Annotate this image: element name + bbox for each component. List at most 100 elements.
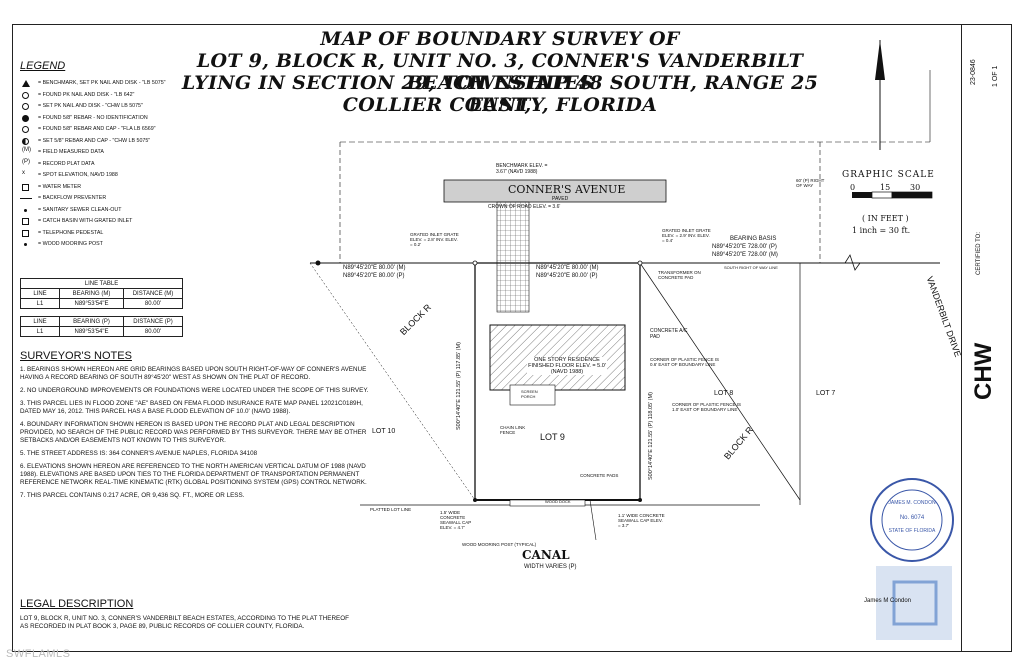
legend-title: LEGEND xyxy=(20,60,66,72)
scale-bar-open xyxy=(871,191,893,199)
surveyor-name-caption: James M Condon xyxy=(864,598,912,604)
graphic-scale-title: GRAPHIC SCALE xyxy=(842,170,935,180)
canal-label: CANAL xyxy=(522,548,570,562)
scale-bar-solid xyxy=(892,192,932,198)
title-block: 23-0846 1 OF 1 CERTIFIED TO: CHW xyxy=(962,24,1012,652)
dock-walk xyxy=(589,499,597,541)
corner-marker xyxy=(638,498,642,502)
legend-list: = BENCHMARK, SET PK NAIL AND DISK - "LB … xyxy=(20,78,230,251)
west-bearing-measured: N89°45'20"E 80.00' (M) xyxy=(343,265,406,271)
surveyor-seal-icon xyxy=(870,478,954,562)
legend-item: = CATCH BASIN WITH GRATED INLET xyxy=(20,216,230,228)
legend-symbol-icon xyxy=(22,126,29,133)
north-boundary-plat: N89°45'20"E 80.00' (P) xyxy=(536,273,598,279)
legend-label: = FOUND PK NAIL AND DISK - "LB 642" xyxy=(38,91,135,98)
legend-symbol-icon: (P) xyxy=(22,158,30,165)
fence-corner-1-label: CORNER OF PLASTIC FENCE IS 0.6' EAST OF … xyxy=(650,357,720,367)
ac-pad-label: CONCRETE A/C PAD xyxy=(650,328,688,340)
title-line-4: COLLIER COUNTY, FLORIDA xyxy=(342,94,658,116)
scale-unit: ( IN FEET ) xyxy=(862,214,909,223)
legend-label: = FIELD MEASURED DATA xyxy=(38,149,104,155)
surveyor-note: 1. BEARINGS SHOWN HEREON ARE GRID BEARIN… xyxy=(20,366,367,381)
legal-description: LOT 9, BLOCK R, UNIT NO. 3, CONNER'S VAN… xyxy=(20,615,349,630)
row-width-label: 60' (P) RIGHT OF WAY xyxy=(796,178,825,188)
legend-item: = WATER METER xyxy=(20,182,230,194)
lot-line xyxy=(639,262,801,501)
legend-symbol-icon xyxy=(20,198,32,199)
seawall-west-label: 1.5' WIDE CONCRETE SEAWALL CAP ELEV. = 4… xyxy=(440,510,472,530)
concrete-pads-label: CONCRETE PADS xyxy=(580,473,619,478)
surveyor-seal-inner-icon xyxy=(881,489,943,551)
corner-marker xyxy=(473,498,477,502)
legend-item: = TELEPHONE PEDESTAL xyxy=(20,228,230,240)
fence-corner-2-label: CORNER OF PLASTIC FENCE IS 1.0' EAST OF … xyxy=(672,402,742,412)
legend-label: = BACKFLOW PREVENTER xyxy=(38,195,107,201)
platted-lot-line-label: PLATTED LOT LINE xyxy=(370,507,412,512)
legend-symbol-icon xyxy=(24,208,27,212)
table-cell: 80.00' xyxy=(123,298,183,309)
west-bearing-plat: N89°45'20"E 80.00' (P) xyxy=(343,273,405,279)
bearing-basis-measured: N89°45'20"E 728.00' (M) xyxy=(712,252,778,258)
legend-item: (P) = RECORD PLAT DATA xyxy=(20,159,230,171)
corner-marker xyxy=(637,260,643,266)
scale-tick: 0 xyxy=(850,183,856,192)
seawall-east-label: 1.1' WIDE CONCRETE SEAWALL CAP ELEV. = 3… xyxy=(618,513,665,528)
break-line xyxy=(844,254,861,271)
legend-label: = WOOD MOORING POST xyxy=(38,241,103,247)
legend-label: = CATCH BASIN WITH GRATED INLET xyxy=(38,218,133,224)
legend-item: x= SPOT ELEVATION, NAVD 1988 xyxy=(20,170,230,182)
surveyor-note: 6. ELEVATIONS SHOWN HEREON ARE REFERENCE… xyxy=(20,463,367,486)
north-arrow-head-icon xyxy=(875,40,885,80)
surveyor-note: 4. BOUNDARY INFORMATION SHOWN HEREON IS … xyxy=(20,421,367,444)
east-boundary-label: S00°14'40"E 121.55' (P) 118.05' (M) xyxy=(648,392,654,480)
legend-symbol-icon: x xyxy=(22,170,25,176)
legend-symbol-icon: (M) xyxy=(22,147,31,153)
west-boundary-label: S00°14'40"E 121.55' (P) 117.85' (M) xyxy=(456,342,462,430)
title-line-3: LYING IN SECTION 29, TOWNSHIP 48 SOUTH, … xyxy=(181,72,819,116)
transformer-label: TRANSFORMER ON CONCRETE PAD xyxy=(658,270,701,280)
legend-label: = SET PK NAIL AND DISK - "CHW LB 5075" xyxy=(38,103,143,109)
line-table-plat: LINE BEARING (P) DISTANCE (P) L1 N89°53'… xyxy=(20,316,183,337)
legend-label: = SANITARY SEWER CLEAN-OUT xyxy=(38,206,122,213)
survey-sheet xyxy=(12,24,962,652)
corner-marker xyxy=(472,260,478,266)
legend-label: = RECORD PLAT DATA xyxy=(38,160,95,167)
legend-symbol-icon xyxy=(22,91,29,99)
legend-symbol-icon xyxy=(22,137,29,145)
legend-item: = FOUND 5/8" REBAR - NO IDENTIFICATION xyxy=(20,113,230,125)
surveyor-note: 5. THE STREET ADDRESS IS: 364 CONNER'S A… xyxy=(20,450,258,457)
legal-description-title: LEGAL DESCRIPTION xyxy=(20,598,134,610)
legend-item: = BENCHMARK, SET PK NAIL AND DISK - "LB … xyxy=(20,78,230,90)
legend-symbol-icon xyxy=(24,243,27,246)
legend-symbol-icon xyxy=(22,114,29,122)
legend-label: = WATER METER xyxy=(38,183,82,190)
residence-label: ONE STORY RESIDENCE FINISHED FLOOR ELEV.… xyxy=(527,357,607,375)
legend-item: = SET 5/8" REBAR AND CAP - "CHW LB 5075" xyxy=(20,136,230,148)
street-label: CONNER'S AVENUE xyxy=(508,183,626,196)
bearing-basis-title: BEARING BASIS xyxy=(730,236,777,242)
title-line-1: MAP OF BOUNDARY SURVEY OF xyxy=(320,28,680,50)
crown-of-road-label: CROWN OF ROAD ELEV. = 3.6' xyxy=(488,204,561,210)
chain-link-label: CHAIN LINK FENCE xyxy=(500,425,526,435)
surveyor-notes: 1. BEARINGS SHOWN HEREON ARE GRID BEARIN… xyxy=(20,366,370,505)
benchmark-label: BENCHMARK ELEV. = 3.67' (NAVD 1988) xyxy=(496,163,548,175)
seal-license: No. 6074 xyxy=(899,515,925,521)
legend-symbol-icon xyxy=(22,80,30,87)
screen-porch xyxy=(509,384,556,406)
watermark-text: SWFLAMLS xyxy=(6,648,71,660)
line-table-measured: LINE TABLE LINE BEARING (M) DISTANCE (M)… xyxy=(20,278,183,309)
watermark-logo-icon xyxy=(876,566,952,640)
scale-tick: 15 xyxy=(880,183,891,192)
seal-state: STATE OF FLORIDA xyxy=(888,528,936,534)
lot-10-label: LOT 10 xyxy=(372,428,396,435)
grated-inlet-west-label: GRATED INLET GRATE ELEV. = 2.8' INV. ELE… xyxy=(410,232,459,247)
surveyor-note: 3. THIS PARCEL LIES IN FLOOD ZONE "AE" B… xyxy=(20,400,363,415)
lot-8-label: LOT 8 xyxy=(714,390,734,397)
legend-item: = BACKFLOW PREVENTER xyxy=(20,193,230,205)
legend-label: = SET 5/8" REBAR AND CAP - "CHW LB 5075" xyxy=(38,137,151,144)
wood-dock-label: WOOD DOCK xyxy=(545,499,571,504)
legend-symbol-icon xyxy=(22,103,29,110)
table-cell: 80.00' xyxy=(123,326,183,337)
canal-width-label: WIDTH VARIES (P) xyxy=(524,564,577,570)
